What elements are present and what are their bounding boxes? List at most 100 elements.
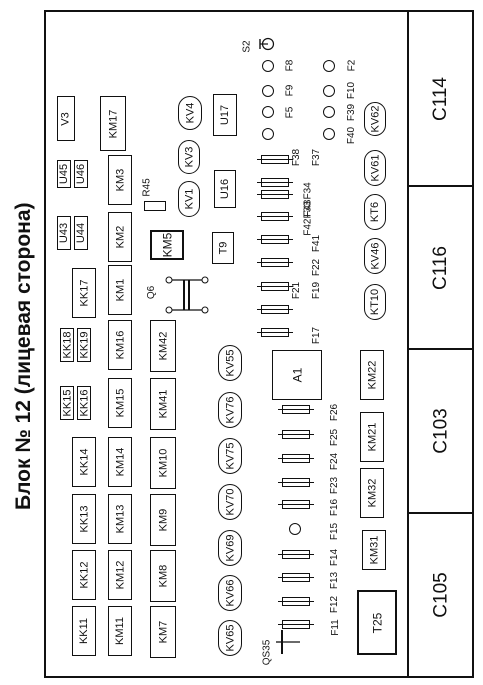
indicator-lamp (323, 85, 335, 97)
component-km32: KM32 (360, 468, 384, 518)
label-q6: Q6 (146, 285, 158, 299)
component-kk13: KK13 (72, 494, 96, 544)
lamp-label: F9 (284, 84, 296, 96)
component-u43: U43 (57, 216, 71, 250)
fuse-label: F12 (329, 595, 341, 613)
fuse (278, 405, 314, 414)
fuse-label: F11 (329, 618, 341, 636)
component-kv66: KV66 (218, 575, 242, 611)
fuse-label: F15 (329, 522, 341, 540)
lamp-label: F39 (346, 103, 358, 121)
bus-c103: C103 (430, 408, 452, 454)
fuse-label: F14 (329, 548, 341, 566)
fuse-label: F13 (329, 571, 341, 589)
component-km15: KM15 (108, 378, 132, 428)
ground-symbol (258, 34, 278, 54)
component-km8: KM8 (150, 550, 176, 602)
lamp-label: F2 (346, 59, 358, 71)
fuse (257, 328, 293, 337)
fuse (257, 178, 293, 187)
component-km16: KM16 (108, 320, 132, 370)
indicator-lamp (289, 523, 301, 535)
component-r45 (144, 201, 166, 211)
component-km1: KM1 (108, 265, 132, 315)
fuse (278, 597, 314, 606)
component-q6 (162, 276, 212, 314)
fuse-label: F24 (329, 452, 341, 470)
indicator-lamp (262, 128, 274, 140)
fuse (278, 454, 314, 463)
bus-divider (409, 348, 474, 350)
component-v3: V3 (57, 96, 75, 141)
component-kk14: KK14 (72, 437, 96, 487)
component-km2: KM2 (108, 212, 132, 262)
component-km31: KM31 (362, 530, 386, 570)
fuse-label: F22 (311, 258, 323, 276)
fuse-label: F26 (329, 403, 341, 421)
component-km12: KM12 (108, 550, 132, 600)
bus-c105: C105 (430, 572, 452, 618)
component-kv46: KV46 (364, 238, 386, 274)
component-kv3: KV3 (178, 140, 200, 174)
component-km14: KM14 (108, 437, 132, 487)
component-t9: T9 (212, 232, 234, 264)
fuse-label: F41 (311, 234, 323, 252)
fuse (278, 573, 314, 582)
fuse (278, 620, 314, 629)
component-kk19: KK19 (77, 328, 91, 362)
lamp-label: F10 (346, 81, 358, 99)
fuse-label: F37 (311, 148, 323, 166)
component-u45: U45 (57, 160, 71, 188)
fuse-label: F17 (311, 326, 323, 344)
fuse (257, 282, 293, 291)
fuse-label: F19 (311, 281, 323, 299)
component-u17: U17 (213, 94, 237, 136)
lamp-label: F8 (284, 59, 296, 71)
bus-c116: C116 (430, 245, 452, 290)
fuse-label: F23 (329, 476, 341, 494)
indicator-lamp (323, 106, 335, 118)
indicator-lamp (262, 60, 274, 72)
component-kt6: KT6 (364, 194, 386, 230)
fuse (278, 430, 314, 439)
component-kv70: KV70 (218, 484, 242, 520)
component-t25: T25 (357, 590, 397, 655)
bus-divider (409, 512, 474, 514)
component-kv69: KV69 (218, 530, 242, 566)
component-km3: KM3 (108, 155, 132, 205)
panel-frame (44, 10, 474, 678)
component-kk18: KK18 (60, 328, 74, 362)
label-qs35: QS35 (261, 639, 273, 665)
component-kk12: KK12 (72, 550, 96, 600)
fuse-label: F16 (329, 498, 341, 516)
component-kv55: KV55 (218, 345, 242, 381)
component-km7: KM7 (150, 606, 176, 658)
fuse (278, 550, 314, 559)
component-a1: A1 (272, 350, 322, 400)
component-u46: U46 (74, 160, 88, 188)
label-r45: R45 (141, 177, 153, 197)
component-u16: U16 (214, 170, 236, 208)
component-km17: KM17 (100, 96, 126, 151)
component-kk16: KK16 (77, 386, 91, 420)
lamp-label: F5 (284, 106, 296, 118)
component-km42: KM42 (150, 320, 176, 372)
component-u44: U44 (74, 216, 88, 250)
label-s2: S2 (241, 39, 253, 53)
component-kv65: KV65 (218, 620, 242, 656)
bus-c114: C114 (430, 76, 452, 121)
component-kk15: KK15 (60, 386, 74, 420)
fuse (257, 258, 293, 267)
component-km9: KM9 (150, 494, 176, 546)
component-km13: KM13 (108, 494, 132, 544)
component-km10: KM10 (150, 437, 176, 489)
component-km21: KM21 (360, 412, 384, 462)
indicator-lamp (262, 85, 274, 97)
bus-rail (407, 10, 409, 678)
fuse (257, 235, 293, 244)
fuse (257, 305, 293, 314)
component-kv62: KV62 (364, 102, 386, 136)
bus-divider (409, 185, 474, 187)
component-km22: KM22 (360, 350, 384, 400)
switch-qs35 (270, 600, 306, 660)
